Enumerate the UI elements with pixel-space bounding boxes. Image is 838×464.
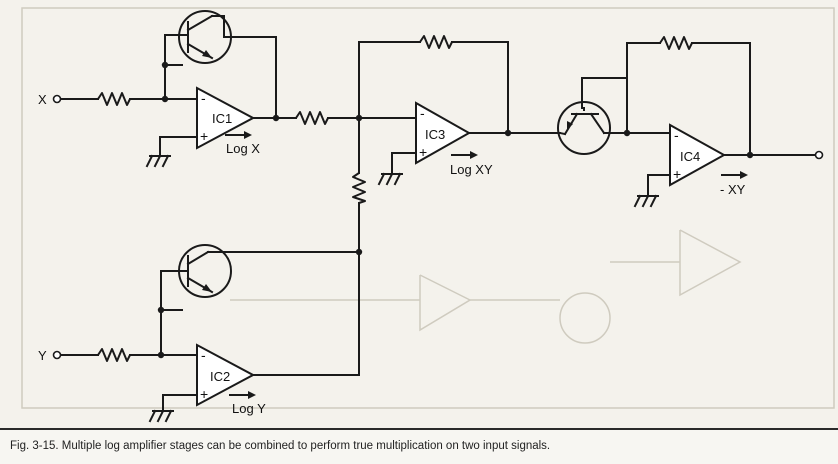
signal-log-y: Log Y [229,391,266,416]
resistor-y-input [97,348,131,362]
svg-text:+: + [200,386,208,402]
amplifier-ic3-name: IC3 [425,127,445,142]
resistor-x-input [97,92,131,106]
input-x-terminal [52,94,62,104]
ground-ic3 [377,172,403,186]
signal-neg-xy: - XY [720,171,748,197]
transistor-antilog [557,101,611,155]
signal-log-y-label: Log Y [232,401,266,416]
amplifier-ic4: - + IC4 [669,123,727,187]
svg-text:-: - [201,347,206,363]
transistor-ic2-feedback [178,244,232,298]
amplifier-ic4-name: IC4 [680,149,700,164]
input-y-terminal [52,350,62,360]
caption-bar: Fig. 3-15. Multiple log amplifier stages… [0,428,838,464]
amplifier-ic3: - + IC3 [415,101,472,165]
svg-text:+: + [419,144,427,160]
amplifier-ic1-name: IC1 [212,111,232,126]
svg-text:-: - [201,90,206,106]
svg-text:+: + [200,128,208,144]
ground-ic4 [633,194,659,208]
resistor-ic3-feedback [419,35,453,49]
log-multiplier-schematic: X Y [21,7,835,423]
signal-log-x-label: Log X [226,141,260,156]
transistor-ic1-feedback [178,10,232,64]
input-x: X [38,92,62,107]
signal-log-xy-label: Log XY [450,162,493,177]
resistor-summing-y [352,172,366,204]
ground-ic1 [145,154,171,168]
resistor-summing-x [295,111,329,125]
input-y-label: Y [38,348,47,363]
amplifier-ic2-name: IC2 [210,369,230,384]
svg-text:-: - [420,105,425,121]
junctions [157,61,754,359]
svg-text:+: + [673,166,681,182]
output-terminal [814,150,824,160]
svg-text:-: - [674,127,679,143]
input-y: Y [38,348,62,363]
resistor-ic4-feedback [659,36,693,50]
figure-caption: Fig. 3-15. Multiple log amplifier stages… [10,440,551,452]
ground-ic2 [148,409,174,423]
input-x-label: X [38,92,47,107]
amplifier-ic1: - + IC1 [196,86,256,150]
amplifier-ic2: - + IC2 [196,343,256,407]
background-show-through [21,7,835,409]
signal-neg-xy-label: - XY [720,182,746,197]
wiring [60,34,817,411]
resistors [97,35,693,362]
signal-log-x: Log X [225,131,260,156]
signal-log-xy: Log XY [450,151,493,177]
